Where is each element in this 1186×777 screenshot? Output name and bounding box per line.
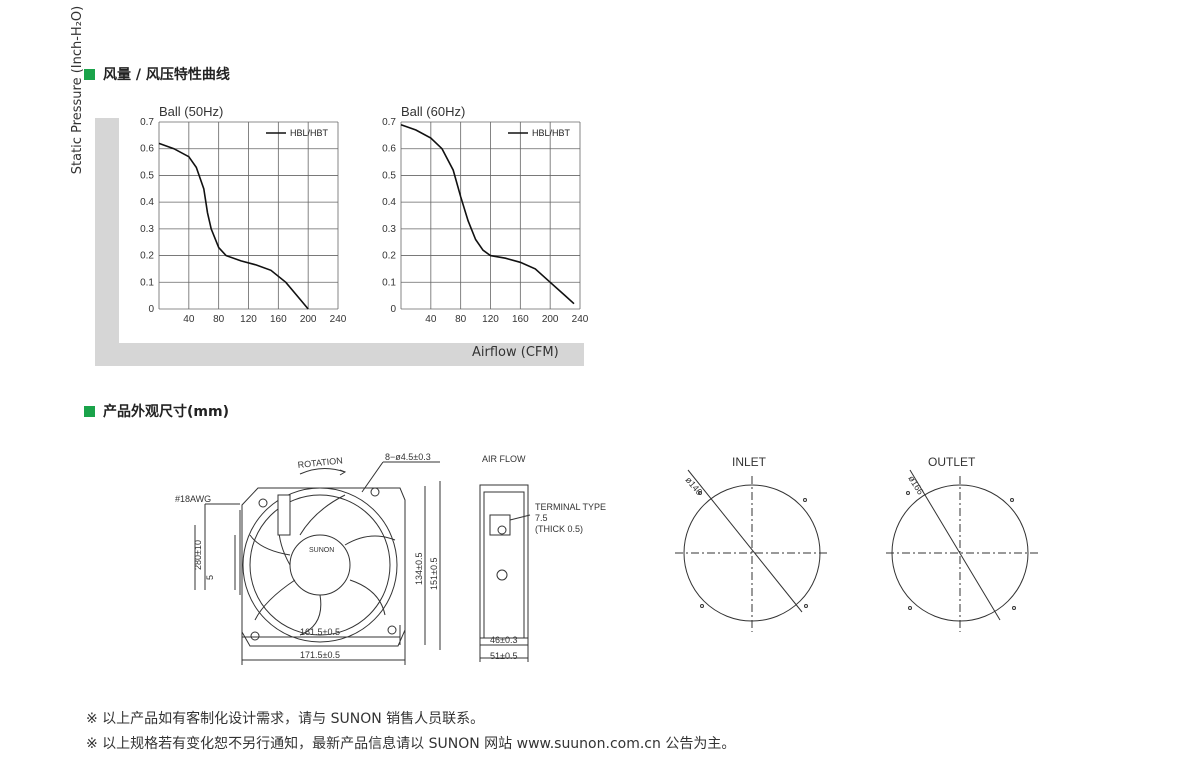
green-square-icon (84, 68, 95, 80)
airflow-label: AIR FLOW (482, 454, 526, 464)
y-tick-label: 0.1 (382, 277, 396, 288)
y-tick-label: 0.3 (140, 224, 154, 235)
rotation-label: ROTATION (297, 455, 343, 470)
x-tick-label: 240 (330, 314, 347, 325)
dim-46-label: 46±0.3 (490, 635, 517, 645)
legend-label: HBL/HBT (290, 128, 329, 138)
x-tick-label: 120 (482, 314, 499, 325)
fan-side-view (479, 484, 531, 662)
x-tick-label: 80 (455, 314, 467, 325)
dim-151-label: 151±0.5 (429, 558, 439, 590)
chart-title: Ball (50Hz) (159, 104, 223, 119)
brand-label: SUNON (309, 547, 334, 554)
lead-strip-label: 5 (205, 575, 215, 580)
section-title-text: 产品外观尺寸(mm) (103, 404, 229, 420)
y-tick-label: 0 (390, 304, 396, 315)
x-tick-label: 240 (572, 314, 589, 325)
outlet-view (886, 469, 1040, 632)
y-tick-label: 0.2 (382, 251, 396, 262)
x-tick-label: 200 (300, 314, 317, 325)
y-tick-label: 0.2 (140, 251, 154, 262)
chart-background (119, 95, 584, 343)
series-line (158, 142, 309, 310)
dimension-drawing: ROTATION 8−ø4.5±0.3 #18AWG 280±10 5 134±… (175, 452, 1040, 665)
terminal-label-1: TERMINAL TYPE (535, 502, 606, 512)
y-tick-label: 0.7 (382, 117, 396, 128)
fan-front-view (194, 461, 441, 665)
note-1: ※ 以上产品如有客制化设计需求，请与 SUNON 销售人员联系。 (86, 711, 485, 727)
y-tick-label: 0.7 (140, 117, 154, 128)
y-tick-label: 0.6 (140, 144, 154, 155)
section-title-curves: 风量 / 风压特性曲线 (84, 64, 230, 84)
holes-label: 8−ø4.5±0.3 (385, 452, 431, 462)
chart-50hz: 40 80 120 160 200 240 0 0.1 0.2 0.3 0.4 0.5 0.6 0.7 Ba… (140, 104, 347, 325)
green-square-icon (84, 405, 95, 417)
legend-label: HBL/HBT (532, 128, 571, 138)
y-tick-label: 0.6 (382, 144, 396, 155)
x-tick-label: 40 (183, 314, 195, 325)
dim-171-label: 171.5±0.5 (300, 650, 340, 660)
x-tick-label: 160 (512, 314, 529, 325)
dim-161-label: 161.5±0.5 (300, 627, 340, 637)
note-2: ※ 以上规格若有变化恕不另行通知，最新产品信息请以 SUNON 网站 www.s… (86, 736, 736, 752)
x-tick-label: 160 (270, 314, 287, 325)
terminal-label-2: 7.5 (535, 513, 548, 523)
dim-51-label: 51±0.5 (490, 651, 517, 661)
y-tick-label: 0.4 (382, 197, 396, 208)
chart-60hz: 40 80 120 160 200 240 0 0.1 0.2 0.3 0.4 0.5 0.6 0.7 Ba… (382, 104, 589, 325)
y-tick-label: 0 (148, 304, 154, 315)
inlet-label: INLET (732, 455, 767, 469)
dim-134-label: 134±0.5 (414, 553, 424, 585)
terminal-label-3: (THICK 0.5) (535, 524, 583, 534)
x-tick-label: 120 (240, 314, 257, 325)
x-tick-label: 40 (425, 314, 437, 325)
outlet-label: OUTLET (928, 455, 976, 469)
x-axis-label: Airflow (CFM) (472, 345, 559, 360)
wire-label: #18AWG (175, 494, 211, 504)
y-tick-label: 0.5 (382, 170, 396, 181)
x-tick-label: 80 (213, 314, 225, 325)
lead-length-label: 280±10 (193, 540, 203, 570)
section-title-dimensions: 产品外观尺寸(mm) (84, 401, 229, 421)
y-tick-label: 0.3 (382, 224, 396, 235)
chart-title: Ball (60Hz) (401, 104, 465, 119)
x-tick-label: 200 (542, 314, 559, 325)
series-line (400, 123, 575, 305)
inlet-view (675, 469, 830, 632)
section-title-text: 风量 / 风压特性曲线 (103, 67, 230, 83)
y-tick-label: 0.4 (140, 197, 154, 208)
y-tick-label: 0.5 (140, 170, 154, 181)
y-tick-label: 0.1 (140, 277, 154, 288)
